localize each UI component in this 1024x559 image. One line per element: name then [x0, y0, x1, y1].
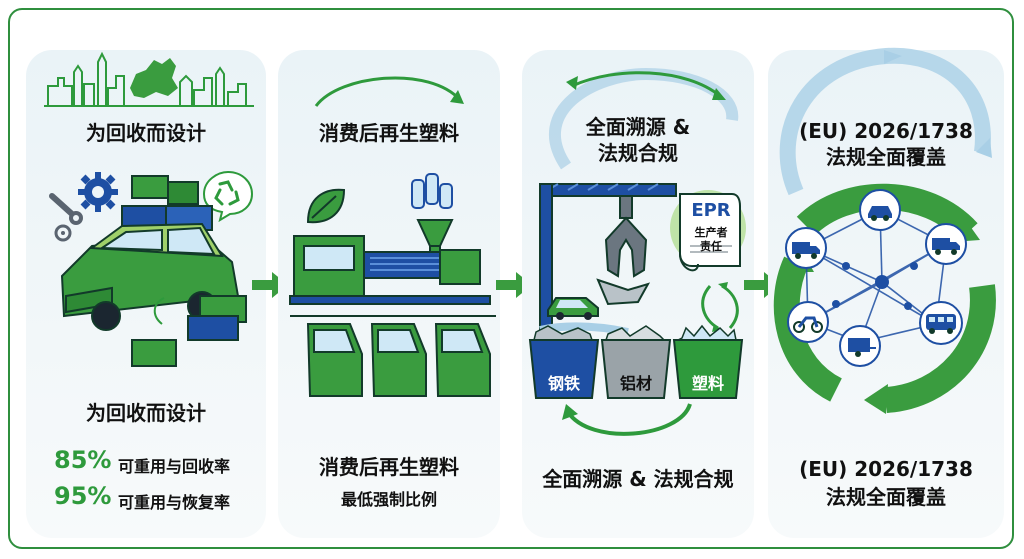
- panel2-caption-sub: 最低强制比例: [340, 490, 437, 509]
- scroll-icon: [670, 190, 746, 272]
- epr-line2: 责任: [700, 240, 722, 253]
- bin-aluminum-icon: [600, 325, 672, 399]
- panel3-caption: 全面溯源 & 法规合规: [542, 467, 734, 491]
- motorcycle-icon: [787, 301, 829, 343]
- panel2-caption: 消费后再生塑料: [319, 455, 459, 479]
- cycle-arrow-icon: [701, 282, 739, 332]
- car-icon: [547, 297, 599, 320]
- stat-value-2: 95%: [54, 482, 112, 510]
- car-icon: [859, 189, 901, 231]
- bus-icon: [919, 301, 963, 345]
- panel4-title-line1: (EU) 2026/1738: [799, 119, 973, 143]
- panel1-title: 为回收而设计: [86, 121, 206, 145]
- bin-label-plastic: 塑料: [691, 374, 724, 393]
- small-gear-icon: [54, 224, 72, 242]
- cycle-arrow-icon: [562, 403, 692, 436]
- truck-icon: [785, 227, 827, 269]
- leaf-icon: [306, 188, 346, 224]
- epr-line1: 生产者: [694, 226, 728, 239]
- wrench-icon: [49, 193, 83, 225]
- cycle-arrow-icon: [779, 47, 992, 196]
- panel1-caption: 为回收而设计: [86, 401, 206, 425]
- panel4-caption-line1: (EU) 2026/1738: [799, 457, 973, 481]
- stat-label-1: 可重用与回收率: [118, 457, 231, 476]
- bottle-icon: [411, 173, 453, 209]
- car-door-icon: [306, 323, 491, 397]
- stat-value-1: 85%: [54, 446, 112, 474]
- cycle-arrow-icon: [314, 76, 464, 107]
- panel4-caption-line2: 法规全面覆盖: [826, 485, 946, 509]
- eu-skyline-icon: [44, 51, 254, 107]
- epr-title: EPR: [691, 200, 731, 221]
- bin-label-steel: 钢铁: [547, 374, 580, 393]
- gear-icon: [78, 172, 118, 212]
- stat-label-2: 可重用与恢复率: [118, 493, 231, 512]
- car-icon: [60, 175, 247, 367]
- bin-label-aluminum: 铝材: [619, 374, 652, 393]
- trailer-icon: [839, 325, 881, 367]
- bin-plastic-icon: [672, 324, 744, 399]
- panel3-title-line2: 法规合规: [598, 141, 678, 165]
- bin-steel-icon: [528, 325, 600, 399]
- panel2-title: 消费后再生塑料: [319, 121, 459, 145]
- cycle-arrow-icon: [548, 67, 739, 170]
- panel3-title-line1: 全面溯源 &: [585, 115, 691, 139]
- recycle-icon: [202, 170, 254, 223]
- crane-claw-icon: [539, 183, 677, 336]
- injection-machine-icon: [289, 219, 496, 317]
- panel4-title-line2: 法规全面覆盖: [826, 145, 946, 169]
- truck-icon: [925, 223, 967, 265]
